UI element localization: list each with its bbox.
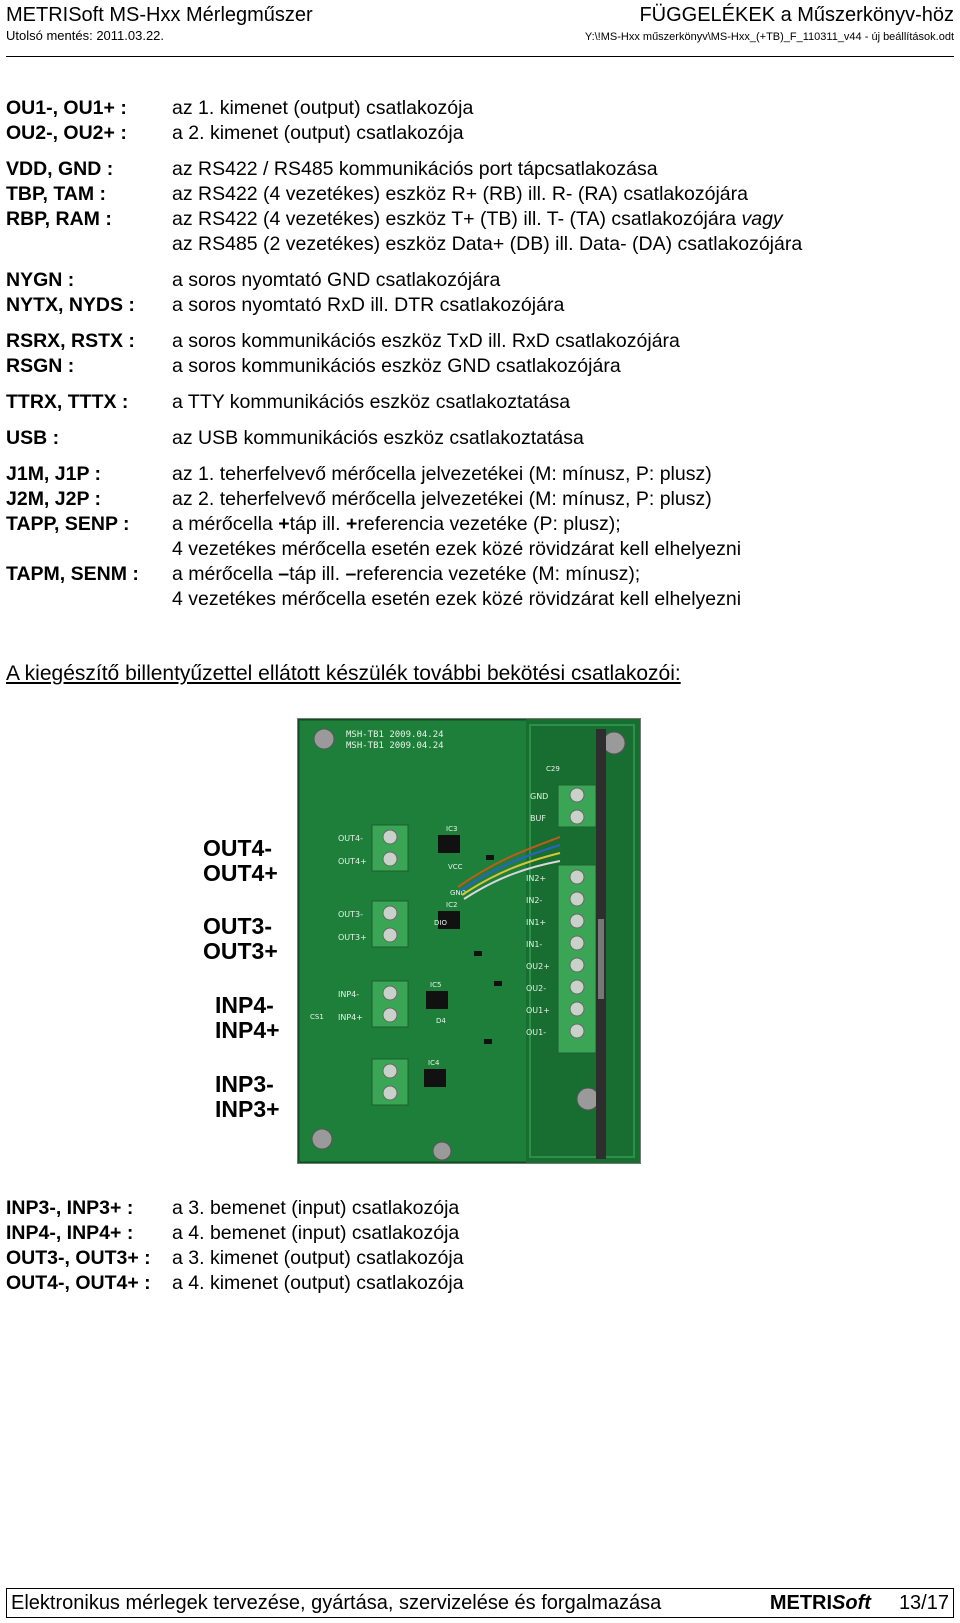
pcb-pin-label: OUT4-	[338, 834, 363, 843]
photo-label-inp3: INP3- INP3+	[215, 1071, 280, 1122]
page-number: 13/17	[898, 1591, 949, 1614]
extra-def-row: OUT3-, OUT3+ :a 3. kimenet (output) csat…	[6, 1247, 464, 1269]
pcb-pin-label: BUF	[530, 814, 546, 823]
footer-brand: METRISoft	[769, 1591, 871, 1614]
def-row: OU2-, OU2+ :a 2. kimenet (output) csatla…	[6, 122, 464, 144]
def-row: RSGN :a soros kommunikációs eszköz GND c…	[6, 355, 621, 377]
photo-label-inp4: INP4- INP4+	[215, 992, 280, 1043]
pcb-pin-label: OUT3+	[338, 933, 367, 942]
pcb-pin-label: OUT4+	[338, 857, 367, 866]
pcb-pin-label: OU2-	[526, 984, 546, 993]
pcb-pin-label: IN2-	[526, 896, 542, 905]
def-row: az RS485 (2 vezetékes) eszköz Data+ (DB)…	[172, 233, 803, 255]
extra-def-row: OUT4-, OUT4+ :a 4. kimenet (output) csat…	[6, 1272, 464, 1294]
photo-label-out4: OUT4- OUT4+	[203, 835, 278, 886]
pcb-silk-title: MSH-TB1 2009.04.24	[346, 730, 444, 740]
pcb-misc-label: C29	[546, 765, 560, 773]
def-row: 4 vezetékes mérőcella esetén ezek közé r…	[172, 538, 742, 560]
pcb-chip-label: IC3	[446, 825, 457, 833]
pcb-misc-label: CS1	[310, 1013, 324, 1021]
def-row: NYGN :a soros nyomtató GND csatlakozójár…	[6, 269, 501, 291]
extra-def-row: INP3-, INP3+ : a 3. bemenet (input) csat…	[6, 1197, 460, 1219]
photo-label-out3: OUT3- OUT3+	[203, 913, 278, 964]
footer-text: Elektronikus mérlegek tervezése, gyártás…	[11, 1591, 662, 1614]
page-header: METRISoft MS-Hxx Mérlegműszer FÜGGELÉKEK…	[6, 4, 954, 43]
def-row: OU1-, OU1+ :az 1. kimenet (output) csatl…	[6, 97, 474, 119]
pcb-pin-label: INP4-	[338, 990, 359, 999]
header-saved-date: Utolsó mentés: 2011.03.22.	[6, 28, 165, 43]
pcb-pin-label: IN1-	[526, 940, 542, 949]
pcb-pin-label: IN2+	[526, 874, 546, 883]
def-row: RBP, RAM :az RS422 (4 vezetékes) eszköz …	[6, 208, 783, 230]
section-title: A kiegészítő billentyűzettel ellátott ké…	[6, 662, 681, 685]
pcb-pin-label: GND	[530, 792, 548, 801]
pcb-misc-label: GND	[450, 889, 466, 897]
pcb-board-image: MSH-TB1 2009.04.24 MSH-TB1 2009.04.24 OU…	[298, 719, 640, 1163]
def-row: USB :az USB kommunikációs eszköz csatlak…	[6, 427, 584, 449]
pcb-misc-label: VCC	[448, 863, 463, 871]
def-row: 4 vezetékes mérőcella esetén ezek közé r…	[172, 588, 742, 610]
header-title-left: METRISoft MS-Hxx Mérlegműszer	[6, 4, 313, 26]
def-row: NYTX, NYDS :a soros nyomtató RxD ill. DT…	[6, 294, 565, 316]
pcb-pin-label: OU1-	[526, 1028, 546, 1037]
pcb-misc-label: DIO	[434, 919, 447, 927]
pcb-chip-label: IC2	[446, 901, 457, 909]
def-row: TBP, TAM :az RS422 (4 vezetékes) eszköz …	[6, 183, 748, 205]
pcb-pin-label: OU2+	[526, 962, 550, 971]
def-row: TTRX, TTTX :a TTY kommunikációs eszköz c…	[6, 391, 571, 413]
page-footer: Elektronikus mérlegek tervezése, gyártás…	[6, 1588, 954, 1618]
header-title-right: FÜGGELÉKEK a Műszerkönyv-höz	[639, 4, 954, 26]
def-row: J1M, J1P :az 1. teherfelvevő mérőcella j…	[6, 463, 712, 485]
pcb-chip-label: IC5	[430, 981, 441, 989]
extra-connector-definitions: INP3-, INP3+ : a 3. bemenet (input) csat…	[6, 1196, 464, 1296]
pcb-misc-label: D4	[436, 1017, 446, 1025]
pcb-pin-label: OU1+	[526, 1006, 550, 1015]
pcb-photo: MSH-TB1 2009.04.24 MSH-TB1 2009.04.24 OU…	[297, 718, 641, 1164]
pcb-pin-label: IN1+	[526, 918, 546, 927]
pin-definitions: OU1-, OU1+ :az 1. kimenet (output) csatl…	[6, 96, 946, 612]
def-row: J2M, J2P :az 2. teherfelvevő mérőcella j…	[6, 488, 712, 510]
extra-def-row: INP4-, INP4+ : a 4. bemenet (input) csat…	[6, 1222, 460, 1244]
pcb-silk-title-2: MSH-TB1 2009.04.24	[346, 741, 444, 751]
pcb-chip-label: IC4	[428, 1059, 440, 1067]
def-row: VDD, GND :az RS422 / RS485 kommunikációs…	[6, 158, 658, 180]
pcb-pin-label: OUT3-	[338, 910, 363, 919]
header-divider	[6, 56, 954, 57]
pcb-pin-label: INP4+	[338, 1013, 363, 1022]
header-file-path: Y:\!MS-Hxx műszerkönyv\MS-Hxx_(+TB)_F_11…	[584, 31, 954, 43]
def-row: RSRX, RSTX :a soros kommunikációs eszköz…	[6, 330, 680, 352]
def-row: TAPM, SENM :a mérőcella –táp ill. –refer…	[6, 563, 641, 585]
def-row: TAPP, SENP :a mérőcella +táp ill. +refer…	[6, 513, 621, 535]
